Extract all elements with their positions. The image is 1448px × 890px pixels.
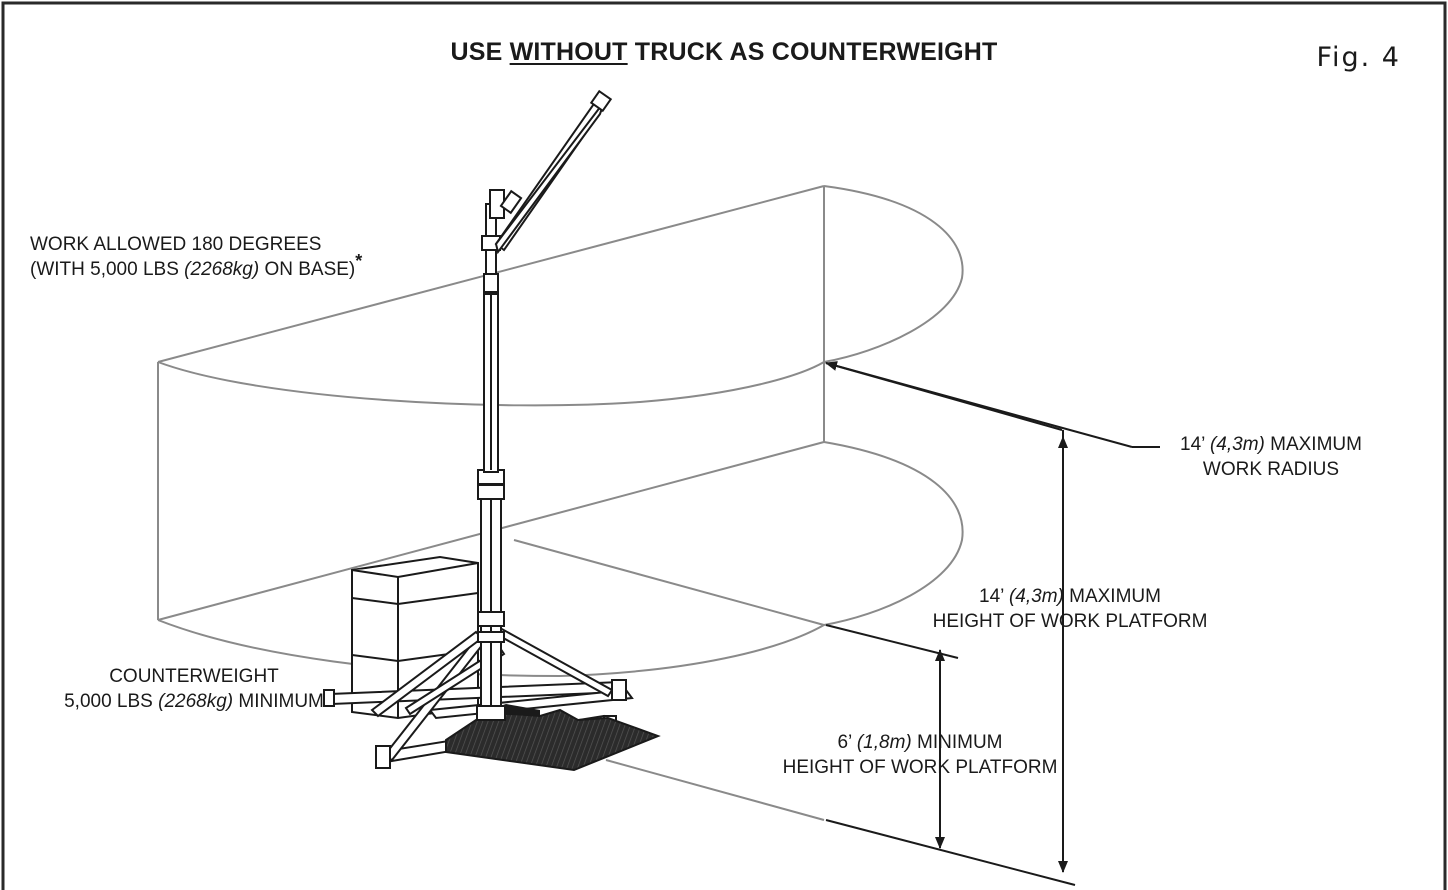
figure-number: Fig. 4 [1316, 42, 1401, 73]
work-allowed-line2: (WITH 5,000 LBS (2268kg) ON BASE)* [30, 251, 363, 280]
min-height-label: 6’ (1,8m) MINIMUM HEIGHT OF WORK PLATFOR… [752, 730, 1088, 780]
min-height-line2: HEIGHT OF WORK PLATFORM [782, 757, 1058, 778]
work-allowed-label: WORK ALLOWED 180 DEGREES (WITH 5,000 LBS… [30, 232, 362, 282]
title-suffix: TRUCK AS COUNTERWEIGHT [627, 38, 998, 66]
counterweight-line1: COUNTERWEIGHT [109, 666, 279, 687]
counterweight-label: COUNTERWEIGHT 5,000 LBS (2268kg) MINIMUM [28, 664, 360, 714]
max-height-line1: 14’ (4,3m) MAXIMUM [979, 586, 1161, 607]
counterweight-line2: 5,000 LBS (2268kg) MINIMUM [64, 691, 324, 712]
title-emphasis: WITHOUT [509, 38, 628, 66]
work-allowed-line1: WORK ALLOWED 180 DEGREES [30, 234, 322, 255]
min-height-line1: 6’ (1,8m) MINIMUM [837, 732, 1003, 753]
figure-title: USE WITHOUT TRUCK AS COUNTERWEIGHT [0, 38, 1448, 67]
footnote-mark: * [355, 251, 363, 271]
work-radius-label: 14’ (4,3m) MAXIMUM WORK RADIUS [1164, 432, 1378, 482]
boom-arm [494, 89, 613, 255]
title-prefix: USE [450, 38, 510, 66]
work-envelope [157, 185, 964, 821]
max-height-label: 14’ (4,3m) MAXIMUM HEIGHT OF WORK PLATFO… [900, 584, 1240, 634]
work-radius-line1: 14’ (4,3m) MAXIMUM [1180, 434, 1362, 455]
work-radius-line2: WORK RADIUS [1202, 459, 1340, 480]
max-height-line2: HEIGHT OF WORK PLATFORM [932, 611, 1208, 632]
dimension-lines [825, 361, 1160, 886]
mast [476, 189, 506, 721]
